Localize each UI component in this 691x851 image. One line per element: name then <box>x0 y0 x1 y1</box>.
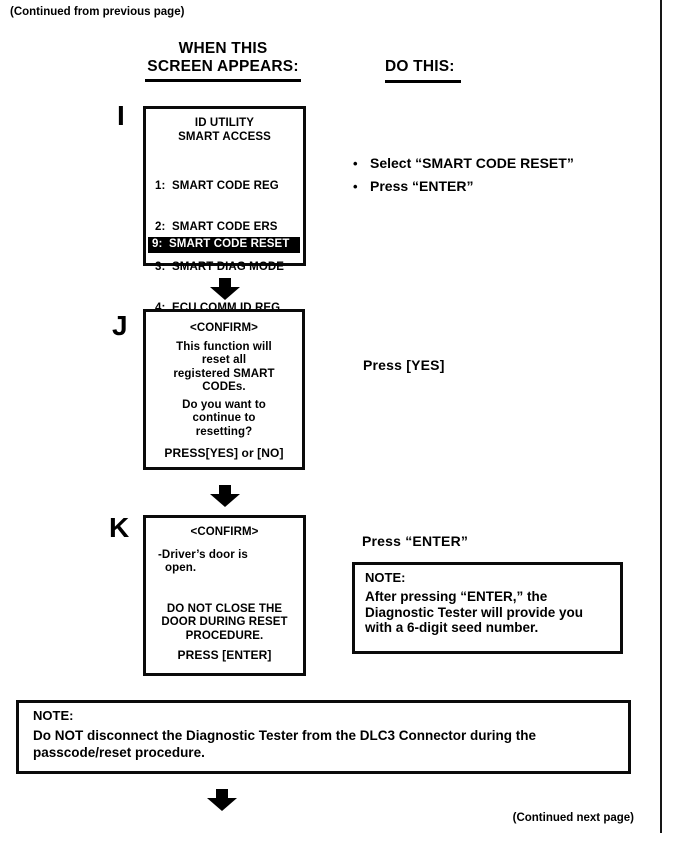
continued-from-note: (Continued from previous page) <box>10 6 185 18</box>
screen-j-question: Do you want to continue to resetting? <box>146 399 302 440</box>
screen-k-keys-prompt: PRESS [ENTER] <box>177 648 272 662</box>
screen-k-status-line: open. <box>165 562 197 574</box>
instruction-step-k: Press “ENTER” <box>362 533 469 549</box>
instruction-press-enter: • Press “ENTER” <box>353 178 574 201</box>
screen-i-title-line2: SMART ACCESS <box>178 130 271 143</box>
column-header-do: DO THIS: <box>385 58 461 83</box>
screen-j-message-line: This function will <box>176 340 272 353</box>
arrow-down-icon <box>210 485 240 507</box>
page-right-border <box>660 0 662 833</box>
note-box-seed-number: NOTE: After pressing “ENTER,” the Diagno… <box>352 562 623 654</box>
screen-k-confirm-title: <CONFIRM> <box>190 526 259 538</box>
menu-item-1: 1: SMART CODE REG <box>155 180 279 192</box>
bullet-icon: • <box>353 156 358 171</box>
menu-item-9-highlighted: 9: SMART CODE RESET <box>148 236 300 253</box>
tester-screen-k: <CONFIRM> -Driver’s door is open. DO NOT… <box>143 515 306 676</box>
screen-j-keys-prompt: PRESS[YES] or [NO] <box>164 446 284 460</box>
screen-k-warning-line: PROCEDURE. <box>185 629 264 642</box>
continued-next-note: (Continued next page) <box>512 812 634 824</box>
bullet-icon: • <box>353 179 358 194</box>
screen-i-title: ID UTILITY SMART ACCESS <box>146 117 303 144</box>
screen-k-status: -Driver’s door is open. <box>158 549 303 576</box>
instruction-select-text: Select “SMART CODE RESET” <box>370 155 574 171</box>
step-label-k: K <box>109 512 130 543</box>
menu-item-2: 2: SMART CODE ERS <box>155 220 278 233</box>
instructions-step-i: • Select “SMART CODE RESET” • Press “ENT… <box>353 155 574 201</box>
step-label-j: J <box>112 310 128 341</box>
screen-k-warning-line: DO NOT CLOSE THE <box>166 602 283 615</box>
note-title: NOTE: <box>365 570 406 585</box>
arrow-down-icon <box>207 789 237 811</box>
step-label-i: I <box>117 100 125 131</box>
instruction-step-j: Press [YES] <box>363 357 445 373</box>
column-header-when-text: WHEN THIS SCREEN APPEARS: <box>145 40 301 82</box>
note-body: After pressing “ENTER,” the Diagnostic T… <box>365 589 620 636</box>
header-when-line1: WHEN THIS <box>178 40 268 57</box>
screen-j-message: This function will reset all registered … <box>146 341 302 395</box>
column-header-when: WHEN THIS SCREEN APPEARS: <box>130 40 316 82</box>
screen-j-question-line: continue to <box>192 412 256 424</box>
screen-j-question-line: Do you want to <box>182 398 266 411</box>
screen-j-message-line: registered SMART <box>173 367 275 380</box>
note-body-line: Do NOT disconnect the Diagnostic Tester … <box>33 728 537 743</box>
tester-screen-i: ID UTILITY SMART ACCESS 1: SMART CODE RE… <box>143 106 306 314</box>
screen-j-message-line: CODEs. <box>202 381 246 393</box>
note-body: Do NOT disconnect the Diagnostic Tester … <box>33 728 614 761</box>
note-box-do-not-disconnect: NOTE: Do NOT disconnect the Diagnostic T… <box>16 700 631 774</box>
screen-j-message-line: reset all <box>201 354 247 366</box>
note-title: NOTE: <box>33 708 74 723</box>
header-when-line2: SCREEN APPEARS: <box>147 58 299 75</box>
screen-k-status-line: -Driver’s door is <box>158 548 248 561</box>
menu-item-3: 3: SMART DIAG MODE <box>155 261 285 273</box>
note-body-line: Diagnostic Tester will provide you <box>365 604 584 620</box>
arrow-down-icon <box>210 278 240 300</box>
instruction-select: • Select “SMART CODE RESET” <box>353 155 574 178</box>
note-body-line: passcode/reset procedure. <box>33 744 205 760</box>
tester-screen-j: <CONFIRM> This function will reset all r… <box>143 309 305 470</box>
instruction-press-enter-text: Press “ENTER” <box>370 178 474 194</box>
screen-j-question-line: resetting? <box>195 425 253 438</box>
note-body-line: After pressing “ENTER,” the <box>365 589 548 604</box>
screen-k-warning-line: DOOR DURING RESET <box>161 616 288 628</box>
screen-k-warning: DO NOT CLOSE THE DOOR DURING RESET PROCE… <box>146 603 303 644</box>
screen-j-confirm-title: <CONFIRM> <box>190 322 258 334</box>
note-body-line: with a 6-digit seed number. <box>365 620 539 635</box>
screen-i-title-line1: ID UTILITY <box>194 117 255 129</box>
